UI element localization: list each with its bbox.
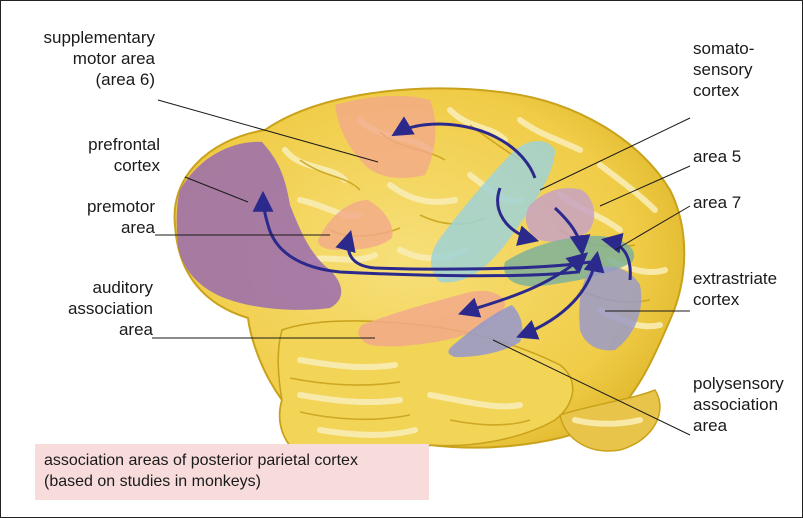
label-line: extrastriate	[693, 268, 777, 289]
label-line: supplementary	[43, 27, 155, 48]
label-line: area 7	[693, 192, 741, 213]
label-line: cortex	[693, 289, 777, 310]
label-line: sensory	[693, 59, 754, 80]
label-somatosensory-cortex: somato- sensory cortex	[693, 38, 754, 101]
label-supplementary-motor-area: supplementary motor area (area 6)	[43, 27, 155, 90]
label-line: area 5	[693, 146, 741, 167]
label-area-5: area 5	[693, 146, 741, 167]
caption-line: association areas of posterior parietal …	[35, 444, 429, 471]
label-line: polysensory	[693, 373, 784, 394]
label-line: area	[87, 217, 155, 238]
label-line: somato-	[693, 38, 754, 59]
label-auditory-association-area: auditory association area	[68, 277, 153, 340]
label-line: area	[693, 415, 784, 436]
label-line: cortex	[88, 155, 160, 176]
label-line: auditory	[68, 277, 153, 298]
label-area-7: area 7	[693, 192, 741, 213]
caption-line: (based on studies in monkeys)	[35, 471, 429, 492]
label-line: motor area	[43, 48, 155, 69]
label-line: premotor	[87, 196, 155, 217]
label-premotor-area: premotor area	[87, 196, 155, 238]
label-line: area	[68, 319, 153, 340]
label-prefrontal-cortex: prefrontal cortex	[88, 134, 160, 176]
label-line: (area 6)	[43, 69, 155, 90]
label-line: association	[68, 298, 153, 319]
caption-box: association areas of posterior parietal …	[35, 444, 429, 500]
label-line: cortex	[693, 80, 754, 101]
label-line: prefrontal	[88, 134, 160, 155]
label-extrastriate-cortex: extrastriate cortex	[693, 268, 777, 310]
label-line: association	[693, 394, 784, 415]
label-polysensory-association-area: polysensory association area	[693, 373, 784, 436]
